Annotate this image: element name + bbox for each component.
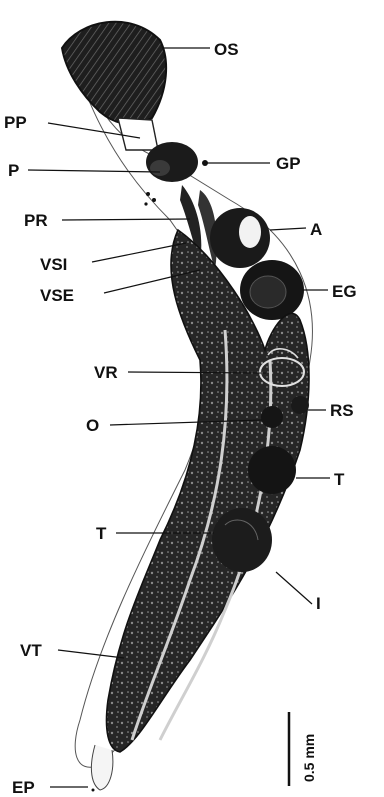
leader-vt [58,650,124,658]
label-vr: VR [94,363,118,382]
leader-i [276,572,312,604]
label-rs: RS [330,401,354,420]
receptaculum-seminis [291,396,309,414]
label-vt: VT [20,641,42,660]
scale-bar: 0.5 mm [289,712,317,786]
label-vse: VSE [40,286,74,305]
label-p: P [8,161,19,180]
label-gp: GP [276,154,301,173]
leader-p [28,170,160,172]
label-os: OS [214,40,239,59]
label-a: A [310,220,322,239]
label-pp: PP [4,113,27,132]
scale-bar-label: 0.5 mm [301,734,317,782]
label-t-right: T [334,470,345,489]
label-eg: EG [332,282,357,301]
label-o: O [86,416,99,435]
testis-posterior [212,508,272,572]
testis-anterior [248,446,296,494]
label-t-left: T [96,524,107,543]
label-vsi: VSI [40,255,67,274]
label-pr: PR [24,211,48,230]
acetabulum [210,208,270,268]
egg [240,260,304,320]
posterior-extremity [91,745,112,792]
leader-a [270,228,306,230]
ovary [261,406,283,428]
oral-sucker [62,22,166,124]
prepharynx [118,118,158,150]
label-i: I [316,594,321,613]
leader-pr [62,219,190,220]
pharynx [146,142,198,182]
label-ep: EP [12,778,35,797]
